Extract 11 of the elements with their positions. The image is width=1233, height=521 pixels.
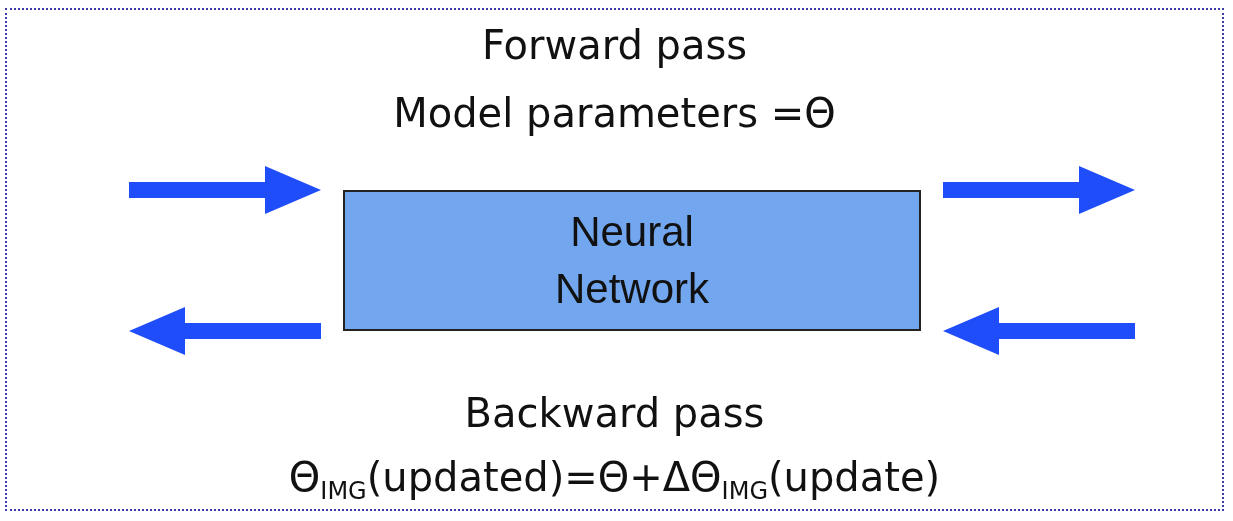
dotted-frame (5, 8, 1224, 511)
arrow (943, 307, 1135, 355)
arrow (943, 166, 1135, 214)
arrow (129, 307, 321, 355)
arrow (129, 166, 321, 214)
process-box (343, 190, 921, 331)
formula: Model parameters =Θ (392, 90, 837, 136)
formula: Θ$_{IMG}$(updated)=Θ+ΔΘ$_{IMG}$(update) (287, 454, 942, 500)
heading: Backward pass (463, 390, 766, 436)
heading: Forward pass (480, 22, 749, 68)
box-label: Neural Network (553, 206, 710, 314)
